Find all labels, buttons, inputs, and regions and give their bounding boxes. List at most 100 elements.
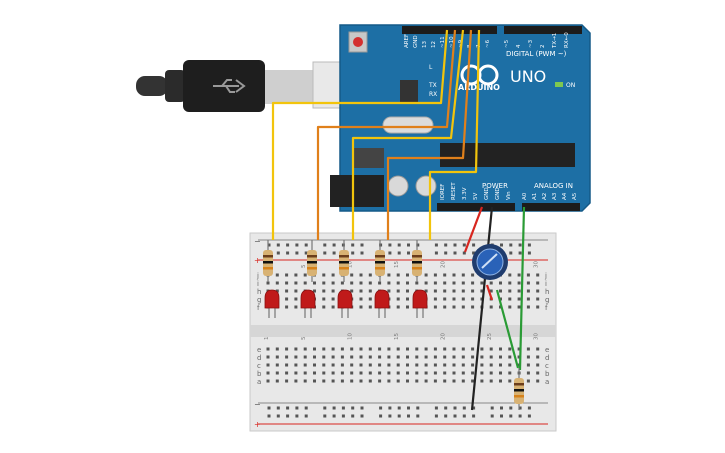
hole	[396, 305, 400, 309]
row-label: c	[545, 362, 549, 370]
hole	[378, 379, 382, 383]
wire-yellow-pin11[interactable]	[351, 29, 465, 240]
rail-minus-bottom: −	[254, 400, 261, 409]
rail-hole	[388, 414, 392, 418]
row-label: f	[257, 304, 260, 312]
hole	[536, 305, 540, 309]
pin-label: GND	[495, 187, 501, 200]
hole	[285, 371, 289, 375]
power-header	[437, 203, 515, 211]
rail-hole	[518, 243, 522, 247]
resistor-bottom-band-1	[514, 383, 524, 386]
wire-green-a0[interactable]	[518, 206, 526, 371]
hole	[526, 347, 530, 351]
pin-label: ~10	[449, 36, 455, 48]
hole	[331, 281, 335, 285]
rail-hole	[490, 414, 494, 418]
hole	[452, 305, 456, 309]
hole	[313, 289, 316, 293]
hole	[536, 281, 540, 285]
potentiometer-knob[interactable]	[476, 248, 504, 276]
hole	[471, 281, 475, 285]
hole	[340, 363, 344, 367]
hole	[499, 347, 502, 351]
hole	[443, 355, 447, 359]
hole	[285, 273, 289, 277]
crystal	[382, 116, 434, 134]
row-label: b	[545, 370, 550, 378]
hole	[424, 379, 428, 383]
resistor-band	[263, 267, 273, 270]
resistor-1	[263, 240, 273, 282]
hole	[461, 379, 465, 383]
hole	[406, 281, 409, 285]
hole	[350, 273, 354, 277]
wire-green-pot-wiper[interactable]	[495, 289, 520, 369]
hole	[443, 379, 447, 383]
hole	[340, 347, 344, 351]
rail-hole	[407, 243, 410, 247]
wire-orange-pin10[interactable]	[386, 29, 473, 240]
hole	[266, 371, 270, 375]
hole	[331, 371, 335, 375]
rail-hole	[397, 251, 401, 255]
row-label: c	[257, 362, 261, 370]
column-label: 15	[394, 333, 400, 340]
hole	[517, 273, 521, 277]
resistor-band	[307, 267, 317, 270]
rail-hole	[453, 414, 457, 418]
usb-cable	[136, 60, 376, 112]
potentiometer[interactable]	[472, 244, 508, 280]
resistor-band	[339, 267, 349, 270]
hole	[294, 289, 298, 293]
hole	[387, 289, 391, 293]
row-label: a	[545, 378, 549, 386]
rail-hole	[286, 414, 290, 418]
row-label: i	[257, 280, 259, 288]
rail-hole	[379, 414, 383, 418]
wire-yellow-pin9[interactable]	[428, 29, 481, 240]
rail-hole	[295, 406, 299, 410]
column-label: 10	[348, 333, 354, 340]
hole	[285, 297, 289, 301]
wire-black-gnd[interactable]	[470, 206, 494, 411]
rail-hole	[434, 251, 438, 255]
resistor-band	[375, 267, 385, 270]
hole	[331, 273, 335, 277]
wire-yellow-pin13[interactable]	[271, 29, 449, 240]
hole	[471, 297, 475, 301]
pin-label: A1	[532, 193, 538, 200]
pin-label: RESET	[451, 182, 457, 200]
hole	[424, 363, 428, 367]
hole	[396, 347, 400, 351]
rail-hole	[527, 406, 531, 410]
rail-hole	[388, 251, 392, 255]
wire-orange-pin12[interactable]	[316, 29, 457, 240]
rail-hole	[434, 414, 438, 418]
hole	[433, 371, 437, 375]
hole	[471, 347, 475, 351]
resistors	[263, 240, 422, 282]
hole	[471, 305, 475, 309]
power-label: POWER	[482, 182, 508, 190]
resistor-4	[375, 240, 385, 282]
rail-hole	[472, 243, 476, 247]
hole	[424, 273, 428, 277]
wire-red-5v[interactable]	[463, 206, 484, 253]
hole	[275, 363, 279, 367]
led-2	[300, 289, 316, 318]
hole	[443, 281, 447, 285]
row-label: f	[545, 304, 548, 312]
rail-hole	[518, 414, 522, 418]
wire-red-pot[interactable]	[485, 284, 494, 301]
row-label: b	[257, 370, 262, 378]
hole	[508, 347, 512, 351]
rail-hole	[509, 243, 513, 247]
reset-button-cap[interactable]	[353, 37, 363, 47]
hole	[461, 347, 465, 351]
resistor-band	[412, 255, 422, 258]
hole	[322, 347, 326, 351]
hole	[480, 379, 484, 383]
